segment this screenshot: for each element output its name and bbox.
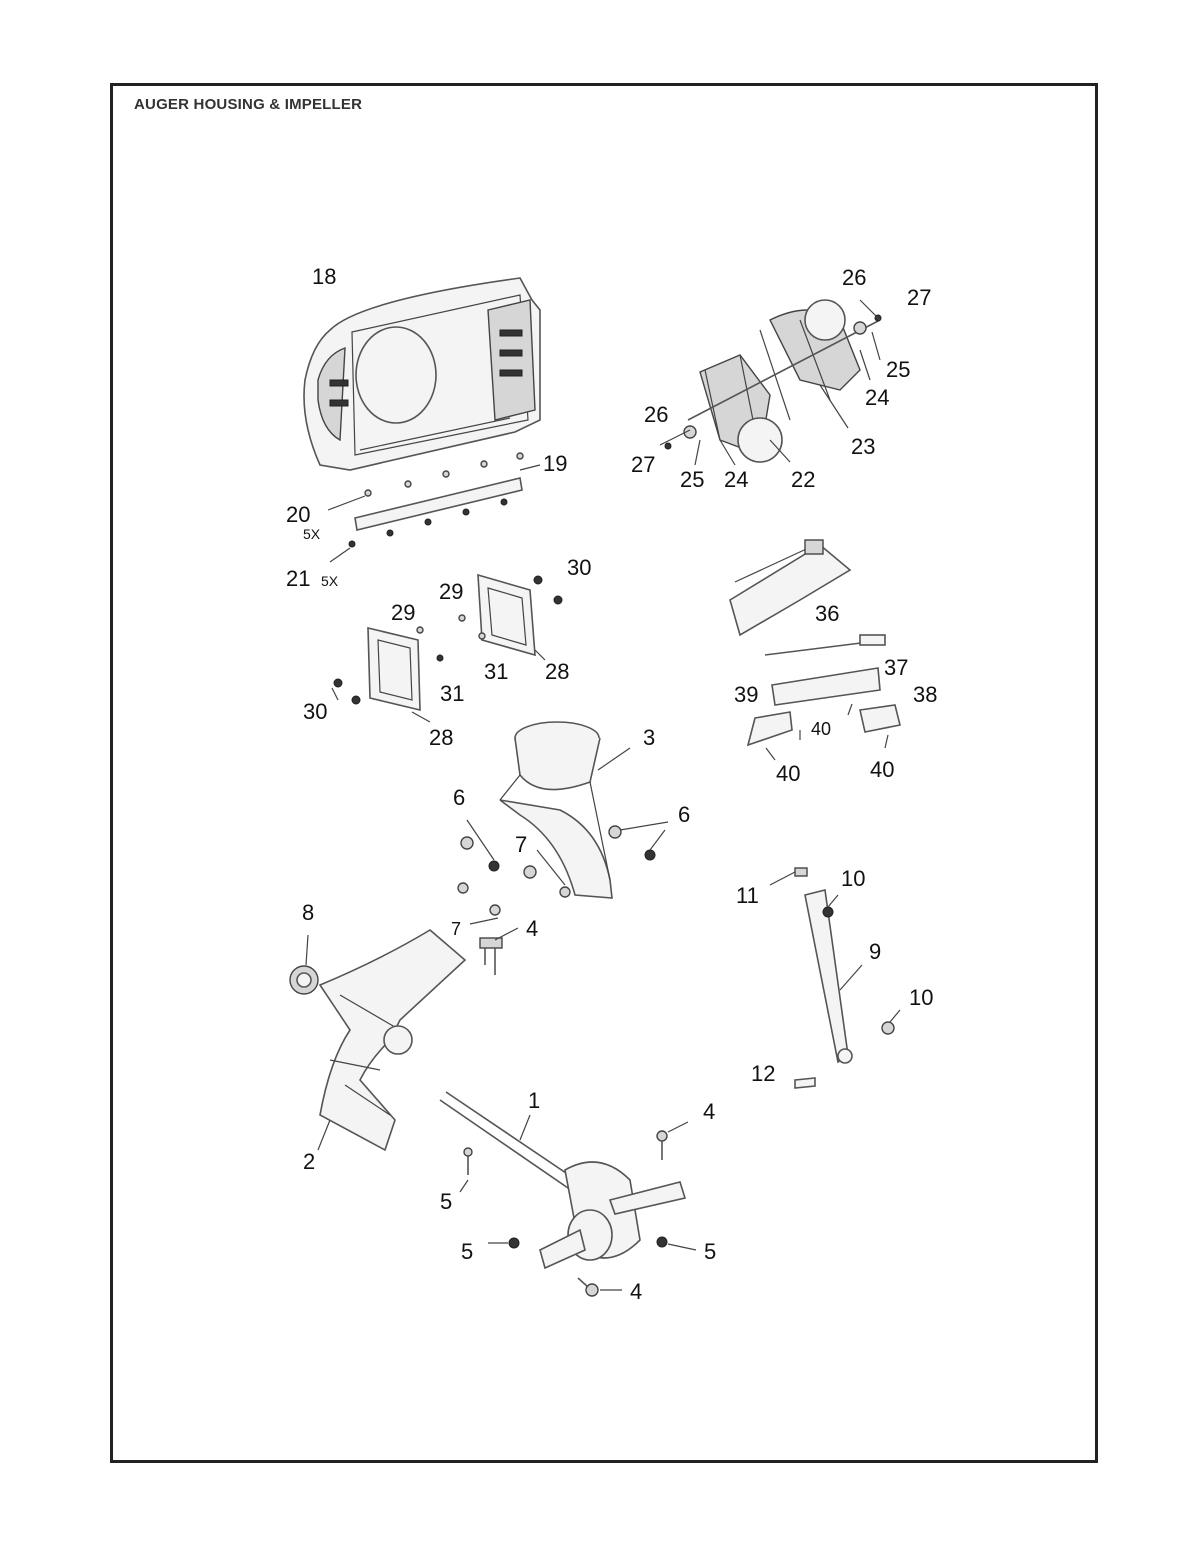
callout-21: 21: [286, 566, 311, 591]
callout-6b: 6: [678, 802, 691, 827]
callout-22: 22: [791, 467, 816, 492]
callout-24: 24: [865, 385, 890, 410]
callout-9: 9: [869, 939, 882, 964]
callout-10b: 10: [909, 985, 934, 1010]
callout-26: 26: [842, 265, 867, 290]
callout-38: 38: [913, 682, 938, 707]
callout-4c: 4: [630, 1279, 643, 1304]
callout-25b: 25: [680, 467, 705, 492]
qty-20: 5X: [303, 526, 321, 542]
page-title: AUGER HOUSING & IMPELLER: [134, 96, 363, 113]
auger-housing-part: [303, 277, 541, 471]
scraper-bar-part: [327, 452, 541, 563]
callout-39: 39: [734, 682, 759, 707]
callout-27b: 27: [631, 452, 656, 477]
callout-27: 27: [907, 285, 932, 310]
callout-26b: 26: [644, 402, 669, 427]
gearbox-shaft-part: [439, 1091, 687, 1270]
callout-40b: 40: [776, 761, 801, 786]
callout-40: 40: [811, 719, 832, 739]
fastener-bolts-part: [457, 819, 669, 925]
callout-30b: 30: [303, 699, 328, 724]
impeller-housing-part: [317, 929, 467, 1152]
callout-6: 6: [453, 785, 466, 810]
callout-3: 3: [643, 725, 656, 750]
skid-shoe-right-part: [458, 573, 563, 661]
qty-21: 5X: [321, 573, 339, 589]
impeller-part: [729, 539, 901, 761]
drive-lever-part: [769, 867, 901, 1089]
callout-30: 30: [567, 555, 592, 580]
callout-1: 1: [528, 1088, 541, 1113]
callout-31: 31: [484, 659, 509, 684]
callout-37: 37: [884, 655, 909, 680]
callout-4: 4: [526, 916, 539, 941]
callout-2: 2: [303, 1149, 316, 1174]
skid-shoe-left-part: [331, 626, 444, 723]
callout-18: 18: [312, 264, 337, 289]
callout-40c: 40: [870, 757, 895, 782]
callout-8: 8: [302, 900, 315, 925]
callout-7: 7: [515, 832, 528, 857]
callout-4b: 4: [703, 1099, 716, 1124]
callout-24b: 24: [724, 467, 749, 492]
bolt-four-part: [479, 927, 519, 975]
callout-19: 19: [543, 451, 568, 476]
callout-23: 23: [851, 434, 876, 459]
bearing-part: [289, 934, 319, 995]
callout-5b: 5: [461, 1239, 474, 1264]
callout-28: 28: [545, 659, 570, 684]
callout-10: 10: [841, 866, 866, 891]
callout-7b: 7: [451, 919, 462, 939]
callout-11: 11: [736, 883, 759, 908]
callout-31b: 31: [440, 681, 465, 706]
callout-29b: 29: [391, 600, 416, 625]
callout-20: 20: [286, 502, 311, 527]
callout-28b: 28: [429, 725, 454, 750]
callout-29: 29: [439, 579, 464, 604]
callout-12: 12: [751, 1061, 776, 1086]
callout-5c: 5: [704, 1239, 717, 1264]
gearbox-bolts-part: [459, 1121, 697, 1297]
diagram-frame: [110, 83, 1098, 1463]
chute-base-part: [499, 721, 631, 899]
callout-25: 25: [886, 357, 911, 382]
callout-36: 36: [815, 601, 840, 626]
auger-assembly-part: [659, 299, 882, 466]
callout-5: 5: [440, 1189, 453, 1214]
